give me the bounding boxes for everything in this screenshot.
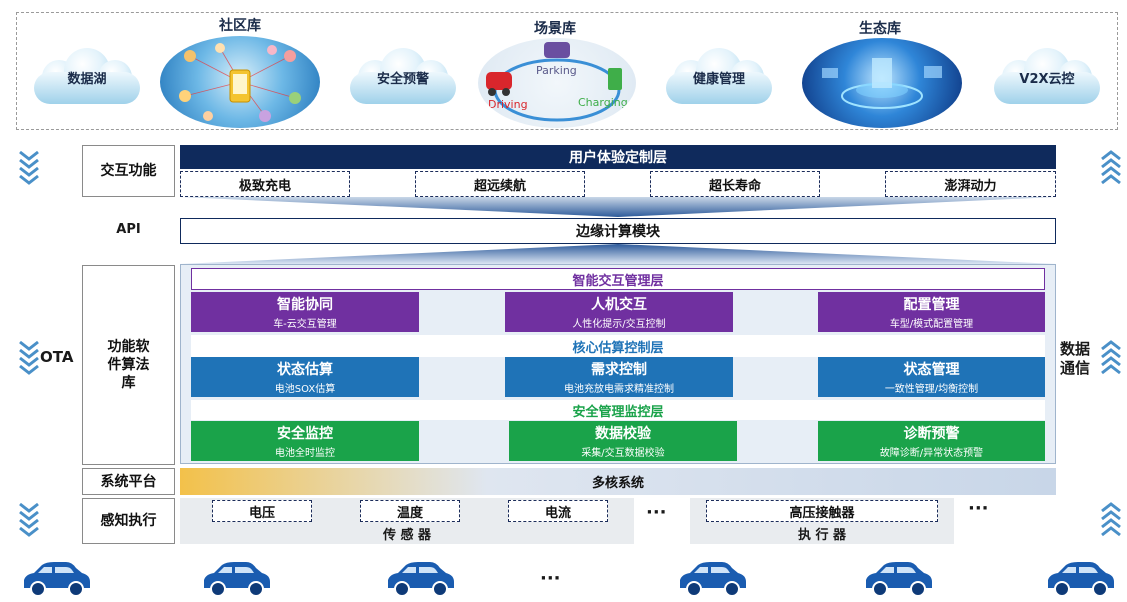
block-smart-collab: 智能协同 车-云交互管理 [191,292,419,332]
car-icon [24,562,90,597]
block-state-estimation: 状态估算 电池SOX估算 [191,357,419,397]
library-title-scene: 场景库 [534,21,576,37]
ecology-illustration [802,38,962,128]
block-subtitle: 车型/模式配置管理 [889,319,974,330]
block-data-check: 数据校验 采集/交互数据校验 [509,421,737,461]
scene-label-driving: Driving [488,98,528,111]
block-title: 安全监控 [277,426,333,442]
cloud-label: 数据湖 [67,72,107,87]
block-demand-control: 需求控制 电池充放电需求精准控制 [505,357,733,397]
actuator-hv-contactor: 高压接触器 [706,500,938,522]
block-safety-monitor: 安全监控 电池全时监控 [191,421,419,461]
cloud-data-lake: 数据湖 [28,46,146,108]
ota-label: OTA [40,348,74,366]
cloud-label: 健康管理 [692,72,745,87]
label-perception: 感知执行 [82,498,175,544]
cloud-label: V2X云控 [1019,72,1075,87]
label-algo-library: 功能软件算法库 [82,265,175,465]
car-icon [680,562,746,597]
label-interaction: 交互功能 [82,145,175,197]
sensor-temperature: 温度 [360,500,460,522]
chevron-up-icon [1101,150,1121,185]
scene-label-charging: Charging [578,96,628,109]
block-subtitle: 电池全时监控 [275,448,335,459]
layer-title-safety-monitor: 安全管理监控层 [191,400,1045,420]
scene-label-parking: Parking [536,64,577,77]
community-illustration [160,36,320,128]
layer-title-core-estimation: 核心估算控制层 [191,335,1045,357]
chevron-up-icon [1101,340,1121,375]
perception-ellipsis: ··· [646,502,667,523]
actuator-ellipsis: ··· [968,498,989,519]
car-icon [1048,562,1114,597]
cloud-label: 安全预警 [376,72,429,87]
cloud-v2x: V2X云控 [988,46,1106,108]
data-comm-label: 数据通信 [1060,340,1091,377]
funnel-arrow [180,197,1056,217]
multicore-system: 多核系统 [180,468,1056,495]
library-frame [16,12,1118,130]
chevron-down-icon [19,502,39,537]
sensor-group-label: 传 感 器 [382,528,432,543]
block-title: 状态估算 [277,362,333,378]
block-title: 智能协同 [277,297,333,313]
car-icon [388,562,454,597]
block-title: 数据校验 [595,426,651,442]
block-hmi: 人机交互 人性化提示/交互控制 [505,292,733,332]
car-icon [866,562,932,597]
sensor-voltage: 电压 [212,500,312,522]
chevron-down-icon [19,150,39,185]
block-subtitle: 采集/交互数据校验 [581,448,665,459]
block-diagnosis-warning: 诊断预警 故障诊断/异常状态预警 [818,421,1045,461]
car-icon [204,562,270,597]
sensor-current: 电流 [508,500,608,522]
label-api: API [116,222,141,237]
block-subtitle: 电池充放电需求精准控制 [564,384,674,395]
actuator-group-label: 执 行 器 [797,528,847,543]
cars-ellipsis: ··· [540,568,561,589]
interaction-item: 超长寿命 [650,171,820,197]
library-title-community: 社区库 [219,18,261,34]
chevron-down-icon [19,340,39,375]
expand-arrow [180,244,1056,264]
block-title: 需求控制 [591,362,647,378]
chevron-up-icon [1101,502,1121,537]
scene-illustration: Parking Driving Charging [478,38,636,128]
block-title: 配置管理 [903,297,960,313]
layer-title-interaction-mgmt: 智能交互管理层 [191,268,1045,290]
block-title: 诊断预警 [903,426,960,442]
edge-computing-module: 边缘计算模块 [180,218,1056,244]
user-experience-header: 用户体验定制层 [180,145,1056,169]
interaction-item: 极致充电 [180,171,350,197]
block-subtitle: 一致性管理/均衡控制 [884,384,979,395]
cloud-safety-warning: 安全预警 [344,46,462,108]
block-subtitle: 车-云交互管理 [273,319,337,330]
interaction-item: 澎湃动力 [885,171,1056,197]
block-subtitle: 故障诊断/异常状态预警 [879,448,984,459]
block-config-mgmt: 配置管理 车型/模式配置管理 [818,292,1045,332]
library-title-ecology: 生态库 [859,21,901,37]
label-system-platform: 系统平台 [82,468,175,495]
interaction-item: 超远续航 [415,171,585,197]
cloud-health-management: 健康管理 [660,46,778,108]
block-subtitle: 电池SOX估算 [274,384,336,395]
block-subtitle: 人性化提示/交互控制 [572,319,666,330]
block-title: 状态管理 [903,362,960,378]
block-state-mgmt: 状态管理 一致性管理/均衡控制 [818,357,1045,397]
block-title: 人机交互 [591,297,647,313]
